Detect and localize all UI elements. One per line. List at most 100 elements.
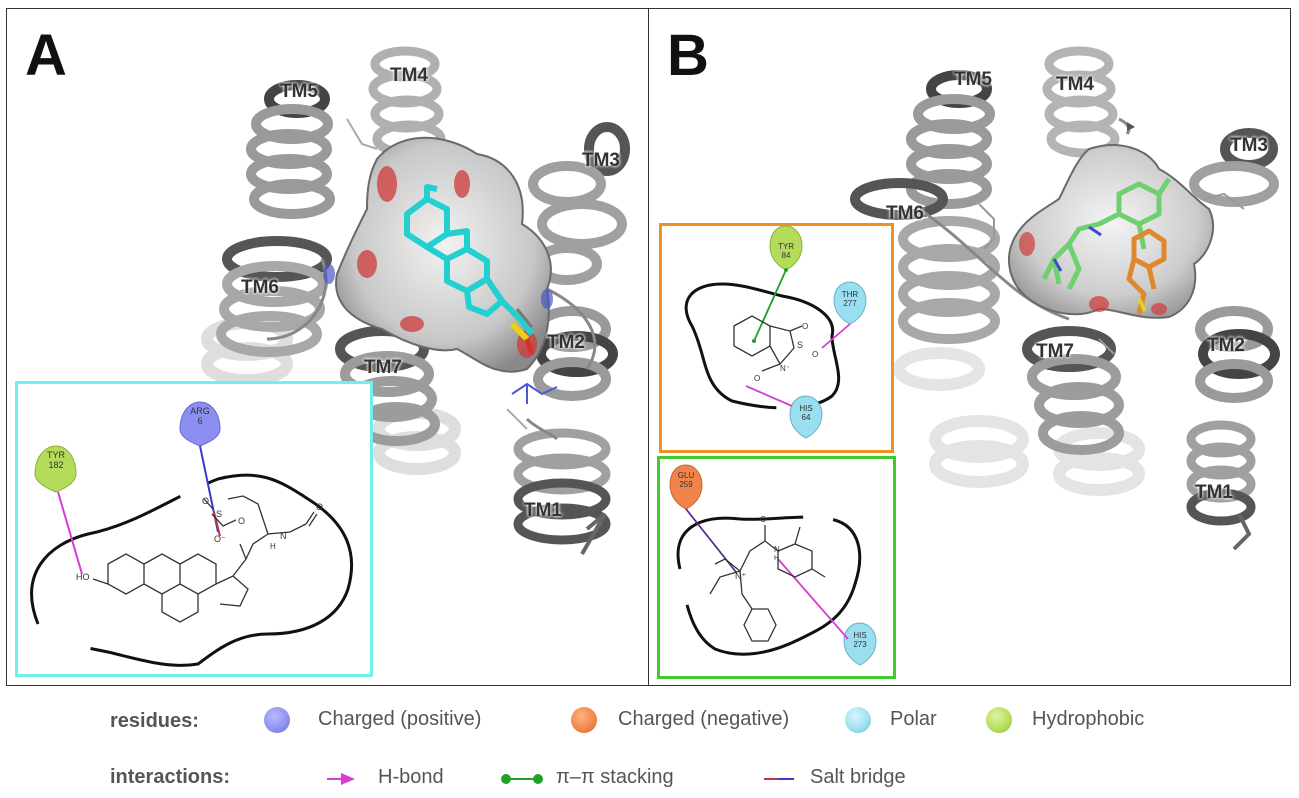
pi-stacking-icon bbox=[501, 774, 543, 784]
atom-label-n-c: N bbox=[774, 545, 780, 554]
saccharin-skeleton bbox=[733, 315, 803, 372]
residue-tyr182 bbox=[34, 445, 77, 493]
legend-residues-title: residues: bbox=[110, 710, 199, 732]
interaction-diagram-b-bottom: GLU 259 HIS 273 N⁺ O N H bbox=[657, 456, 896, 679]
atom-label-s: S bbox=[216, 509, 223, 519]
tm6-label: TM6 bbox=[241, 277, 279, 298]
residue-his64 bbox=[789, 395, 823, 439]
residue-arg6-num: 6 bbox=[197, 416, 203, 426]
side-chain-lines-b bbox=[978, 192, 1245, 355]
tm5-helix-b bbox=[906, 70, 995, 209]
tm5-label: TM5 bbox=[280, 81, 318, 102]
residue-tyr182-num: 182 bbox=[48, 460, 64, 470]
hbond-his64 bbox=[745, 385, 793, 407]
legend-label-negative: Charged (negative) bbox=[618, 708, 790, 730]
atom-label-o-b1: O bbox=[802, 322, 809, 331]
atom-label-o-b3: O bbox=[754, 374, 761, 383]
tm7-label-b: TM7 bbox=[1036, 341, 1074, 362]
panel-b: B TM5 TM4 TM3 TM6 TM7 TM2 TM1 TYR 84 bbox=[648, 8, 1291, 686]
surface-positive-patches bbox=[323, 264, 553, 309]
residue-arg6-name: ARG bbox=[190, 406, 210, 416]
residue-his64-num: 64 bbox=[801, 413, 811, 422]
binding-pocket-surface-b bbox=[1008, 144, 1214, 319]
panel-b-structure bbox=[850, 46, 1280, 551]
residue-arg6 bbox=[179, 401, 221, 447]
residue-glu259-num: 259 bbox=[679, 480, 693, 489]
residue-tyr84-name: TYR bbox=[778, 242, 794, 251]
hbond-thr277 bbox=[821, 323, 851, 349]
tm6-helix bbox=[216, 236, 332, 357]
tm5-helix bbox=[246, 80, 335, 219]
residue-tyr84-num: 84 bbox=[781, 251, 791, 260]
hbond-tyr182 bbox=[57, 491, 83, 575]
legend: residues: Charged (positive) Charged (ne… bbox=[0, 690, 1299, 798]
tm3-label: TM3 bbox=[582, 150, 620, 171]
tm1-helix-b bbox=[1186, 420, 1256, 551]
legend-label-positive: Charged (positive) bbox=[318, 708, 482, 730]
tm5-label-b: TM5 bbox=[954, 69, 992, 90]
tm2-label: TM2 bbox=[547, 332, 585, 353]
residue-thr277-num: 277 bbox=[843, 299, 857, 308]
hbond-arrow-icon bbox=[327, 773, 355, 785]
ligand-b-bottom-2d-structure bbox=[669, 464, 877, 666]
atom-label-o-minus: O⁻ bbox=[214, 534, 226, 544]
legend-dot-positive bbox=[264, 707, 290, 733]
tm4-label-b: TM4 bbox=[1056, 74, 1094, 95]
legend-label-polar: Polar bbox=[890, 708, 937, 730]
tm7-label: TM7 bbox=[364, 357, 402, 378]
legend-label-hbond: H-bond bbox=[378, 766, 444, 788]
atom-label-n-plus: N⁺ bbox=[735, 571, 747, 581]
lidocaine-skeleton bbox=[709, 525, 826, 642]
tm6-label-b: TM6 bbox=[886, 203, 924, 224]
legend-interactions-title: interactions: bbox=[110, 766, 231, 788]
residue-tyr182-name: TYR bbox=[47, 450, 65, 460]
legend-label-pi-stacking: π–π stacking bbox=[556, 766, 674, 788]
residue-glu259 bbox=[669, 464, 703, 510]
panel-a-structure bbox=[201, 46, 630, 555]
legend-label-hydrophobic: Hydrophobic bbox=[1032, 708, 1145, 730]
side-chain-lines bbox=[346, 118, 528, 430]
atom-label-n: N bbox=[280, 531, 287, 541]
arg-residue-sticks bbox=[511, 382, 558, 404]
residue-tyr84 bbox=[769, 226, 803, 271]
hbond-his273 bbox=[777, 558, 849, 640]
residue-his273 bbox=[843, 622, 877, 666]
tm4-helix-b bbox=[1042, 46, 1120, 158]
residue-his273-num: 273 bbox=[853, 640, 867, 649]
ligand-b-nitrogen bbox=[1052, 225, 1102, 272]
salt-bridge-icon bbox=[764, 778, 794, 780]
tm1-helix bbox=[513, 428, 611, 555]
atom-label-o-c: O bbox=[760, 515, 767, 524]
tm1-label-b: TM1 bbox=[1195, 482, 1233, 503]
atom-label-o2: O bbox=[238, 516, 246, 526]
atom-label-h: H bbox=[270, 542, 276, 551]
atom-label-ho: HO bbox=[76, 572, 90, 582]
tm2-helix-b bbox=[1195, 306, 1280, 403]
residue-his273-name: HIS bbox=[853, 631, 867, 640]
atom-label-s-b: S bbox=[797, 340, 804, 350]
atom-label-o3: O bbox=[316, 502, 324, 512]
panel-a: A TM5 TM4 TM3 TM6 TM7 TM2 TM1 bbox=[6, 8, 650, 686]
tm3-label-b: TM3 bbox=[1230, 135, 1268, 156]
atom-label-n-minus: N⁻ bbox=[780, 364, 790, 373]
ligand-b-top-2d-structure bbox=[684, 226, 867, 439]
residue-thr277 bbox=[833, 281, 867, 325]
steroid-skeleton bbox=[92, 495, 307, 623]
interaction-diagram-b-top: TYR 84 THR 277 HIS 64 S O O N⁻ O bbox=[659, 223, 894, 453]
tm1-label: TM1 bbox=[524, 500, 562, 521]
panel-b-letter: B bbox=[667, 23, 709, 88]
tm2-label-b: TM2 bbox=[1207, 335, 1245, 356]
ligand-a-sulfonate bbox=[509, 308, 535, 355]
interaction-diagram-a: TYR 182 ARG 6 HO O⁻ S O O H N O bbox=[15, 381, 373, 677]
atom-label-h-c: H bbox=[774, 555, 780, 562]
legend-dot-negative bbox=[571, 707, 597, 733]
residue-his64-name: HIS bbox=[799, 404, 813, 413]
legend-label-salt-bridge: Salt bridge bbox=[810, 766, 906, 788]
legend-dot-polar bbox=[845, 707, 871, 733]
ligand-a-sticks bbox=[404, 184, 535, 336]
atom-label-o1: O bbox=[202, 496, 210, 506]
surface-negative-patches-b bbox=[1019, 232, 1167, 315]
residue-thr277-name: THR bbox=[841, 290, 859, 299]
pi-stacking-tyr84 bbox=[753, 269, 787, 342]
panel-a-letter: A bbox=[25, 23, 67, 88]
